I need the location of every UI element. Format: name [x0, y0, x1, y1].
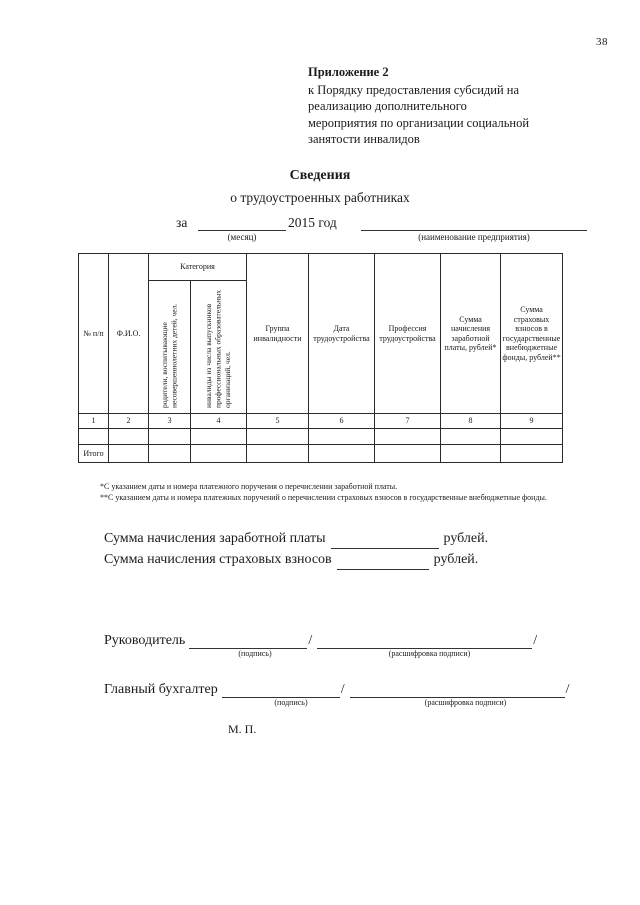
- header-insurance-sum: Сумма страховых взносов в государственны…: [500, 253, 564, 414]
- header-category-parents: родители, воспитывающие несовершеннолетн…: [148, 280, 191, 414]
- total-disability-group[interactable]: [246, 444, 310, 463]
- wage-total-line: Сумма начисления заработной платы рублей…: [104, 528, 488, 549]
- table-total-row[interactable]: Итого: [78, 444, 564, 463]
- appendix-line-3: мероприятия по организации социальной: [308, 115, 530, 130]
- colnum-7: 7: [374, 413, 442, 429]
- table-header-row-top: № п/п Ф.И.О. Категория Группа инвалиднос…: [78, 253, 564, 414]
- insurance-total-label: Сумма начисления страховых взносов: [104, 552, 332, 567]
- director-signature-field[interactable]: [189, 633, 308, 649]
- director-name-field[interactable]: [317, 633, 533, 649]
- director-slash-2: /: [533, 633, 538, 648]
- accountant-slash-1: /: [340, 682, 345, 697]
- colnum-9: 9: [500, 413, 564, 429]
- cell-employment-profession[interactable]: [374, 428, 442, 445]
- accountant-signature-field[interactable]: [221, 682, 340, 698]
- total-employment-profession[interactable]: [374, 444, 442, 463]
- director-captions: (подпись) (расшифровка подписи): [104, 649, 574, 661]
- director-signature-line: Руководитель / /: [104, 630, 574, 649]
- period-row: за 2015 год (месяц) (наименование предпр…: [176, 215, 596, 249]
- footnote-2: **С указанием даты и номера платежных по…: [100, 493, 547, 502]
- organization-field[interactable]: [361, 215, 587, 231]
- director-transcript-caption: (расшифровка подписи): [388, 649, 471, 658]
- director-signature-block: Руководитель / / (подпись) (расшифровка …: [104, 630, 574, 661]
- appendix-line-2: реализацию дополнительного: [308, 99, 467, 113]
- accountant-transcript-caption: (расшифровка подписи): [424, 698, 507, 707]
- accountant-label: Главный бухгалтер: [104, 682, 218, 697]
- total-employment-date[interactable]: [308, 444, 376, 463]
- colnum-1: 1: [78, 413, 109, 429]
- cell-category-graduates[interactable]: [189, 428, 248, 445]
- cell-insurance-sum[interactable]: [500, 428, 564, 445]
- document-title: Сведения: [289, 168, 351, 183]
- wage-total-unit: рублей.: [443, 531, 489, 546]
- period-preposition: за: [176, 215, 188, 230]
- total-wage-sum[interactable]: [440, 444, 502, 463]
- footnotes: *С указанием даты и номера платежного по…: [78, 481, 586, 503]
- table-column-number-row: 1 2 3 4 5 6 7 8 9: [78, 413, 564, 429]
- cell-fio[interactable]: [108, 428, 149, 445]
- header-wage-sum: Сумма начисления заработной платы, рубле…: [440, 253, 502, 414]
- director-slash-1: /: [308, 633, 313, 648]
- total-category-graduates[interactable]: [189, 444, 248, 463]
- total-label: Итого: [78, 444, 109, 463]
- appendix-title: Приложение 2: [308, 65, 389, 79]
- colnum-8: 8: [440, 413, 502, 429]
- accountant-slash-2: /: [565, 682, 570, 697]
- stamp-placeholder: М. П.: [228, 722, 257, 736]
- wage-total-field[interactable]: [330, 534, 439, 549]
- colnum-6: 6: [308, 413, 376, 429]
- month-caption: (месяц): [227, 232, 257, 242]
- header-category-graduates-text: инвалиды из числа выпускников профессион…: [204, 289, 233, 408]
- director-label: Руководитель: [104, 633, 186, 648]
- table-row[interactable]: [78, 428, 564, 445]
- accountant-signature-line: Главный бухгалтер / /: [104, 679, 574, 698]
- page-number: 38: [596, 36, 608, 48]
- insurance-total-unit: рублей.: [433, 552, 479, 567]
- header-category-parents-text: родители, воспитывающие несовершеннолетн…: [160, 303, 179, 408]
- header-employment-date: Дата трудоустройства: [308, 253, 376, 414]
- header-category-graduates: инвалиды из числа выпускников профессион…: [189, 280, 248, 414]
- colnum-3: 3: [148, 413, 191, 429]
- accountant-captions: (подпись) (расшифровка подписи): [104, 698, 574, 710]
- colnum-2: 2: [108, 413, 149, 429]
- period-year-label: 2015 год: [288, 215, 337, 230]
- cell-num[interactable]: [78, 428, 109, 445]
- colnum-5: 5: [246, 413, 310, 429]
- organization-caption: (наименование предприятия): [418, 232, 530, 242]
- totals-statements: Сумма начисления заработной платы рублей…: [104, 528, 488, 570]
- appendix-header: Приложение 2 к Порядку предоставления су…: [308, 64, 576, 148]
- cell-employment-date[interactable]: [308, 428, 376, 445]
- header-disability-group: Группа инвалидности: [246, 253, 310, 414]
- total-insurance-sum[interactable]: [500, 444, 564, 463]
- accountant-name-field[interactable]: [349, 682, 565, 698]
- appendix-line-1: к Порядку предоставления субсидий на: [308, 82, 520, 97]
- cell-wage-sum[interactable]: [440, 428, 502, 445]
- director-signature-caption: (подпись): [238, 649, 272, 658]
- cell-category-parents[interactable]: [148, 428, 191, 445]
- accountant-signature-caption: (подпись): [274, 698, 308, 707]
- wage-total-label: Сумма начисления заработной платы: [104, 531, 326, 546]
- insurance-total-line: Сумма начисления страховых взносов рубле…: [104, 549, 488, 570]
- header-category: Категория: [147, 253, 248, 281]
- header-num: № п/п: [78, 253, 109, 414]
- header-fio: Ф.И.О.: [108, 253, 149, 414]
- document-subtitle: о трудоустроенных работниках: [230, 190, 410, 205]
- employed-workers-table: № п/п Ф.И.О. Категория Группа инвалиднос…: [78, 253, 564, 463]
- total-category-parents[interactable]: [148, 444, 191, 463]
- appendix-line-4: занятости инвалидов: [308, 132, 420, 146]
- header-employment-profession: Профессия трудоустройства: [374, 253, 442, 414]
- cell-disability-group[interactable]: [246, 428, 310, 445]
- footnote-1: *С указанием даты и номера платежного по…: [100, 482, 398, 491]
- accountant-signature-block: Главный бухгалтер / / (подпись) (расшифр…: [104, 679, 574, 710]
- insurance-total-field[interactable]: [336, 555, 429, 570]
- colnum-4: 4: [189, 413, 248, 429]
- total-fio[interactable]: [108, 444, 149, 463]
- month-field[interactable]: [198, 215, 286, 231]
